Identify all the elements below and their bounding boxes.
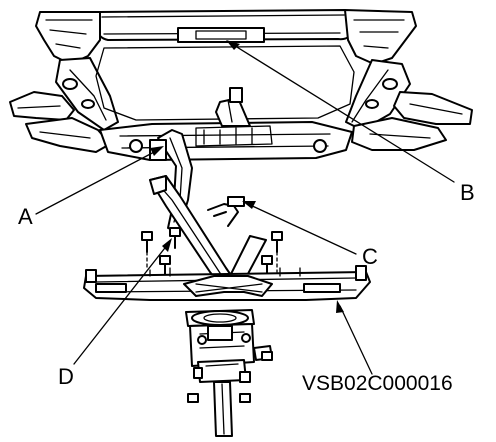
bolts <box>141 227 283 287</box>
figure-code: VSB02C000016 <box>302 372 453 395</box>
bolt-left-far <box>141 231 153 253</box>
label-b: B <box>460 180 475 205</box>
subframe <box>9 9 473 161</box>
bolt-right-upper <box>271 231 283 253</box>
callout-leaders <box>35 40 455 375</box>
bolt-left-lower <box>159 255 171 277</box>
label-d: D <box>58 364 74 389</box>
lower-beam <box>83 265 371 301</box>
label-c: C <box>362 244 378 269</box>
label-a: A <box>18 204 33 229</box>
clip-c <box>207 196 245 227</box>
column-housing <box>185 309 273 437</box>
bolt-d <box>169 227 181 249</box>
